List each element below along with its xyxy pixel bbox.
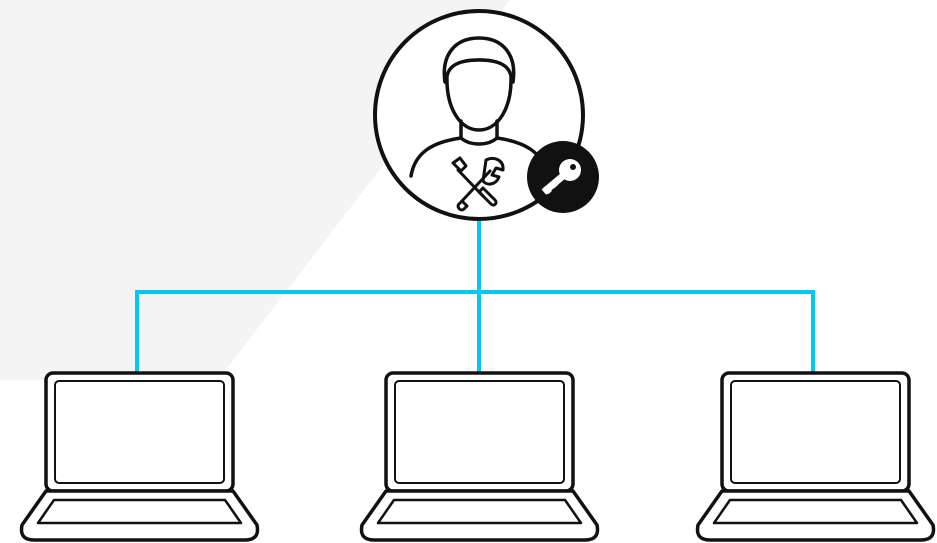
laptop-icon <box>698 373 934 540</box>
client-laptop-left <box>22 373 258 540</box>
laptop-icon <box>22 373 258 540</box>
client-laptop-right <box>698 373 934 540</box>
admin-node <box>375 11 599 219</box>
key-badge <box>527 141 599 213</box>
client-laptop-center <box>362 373 598 540</box>
laptop-icon <box>362 373 598 540</box>
